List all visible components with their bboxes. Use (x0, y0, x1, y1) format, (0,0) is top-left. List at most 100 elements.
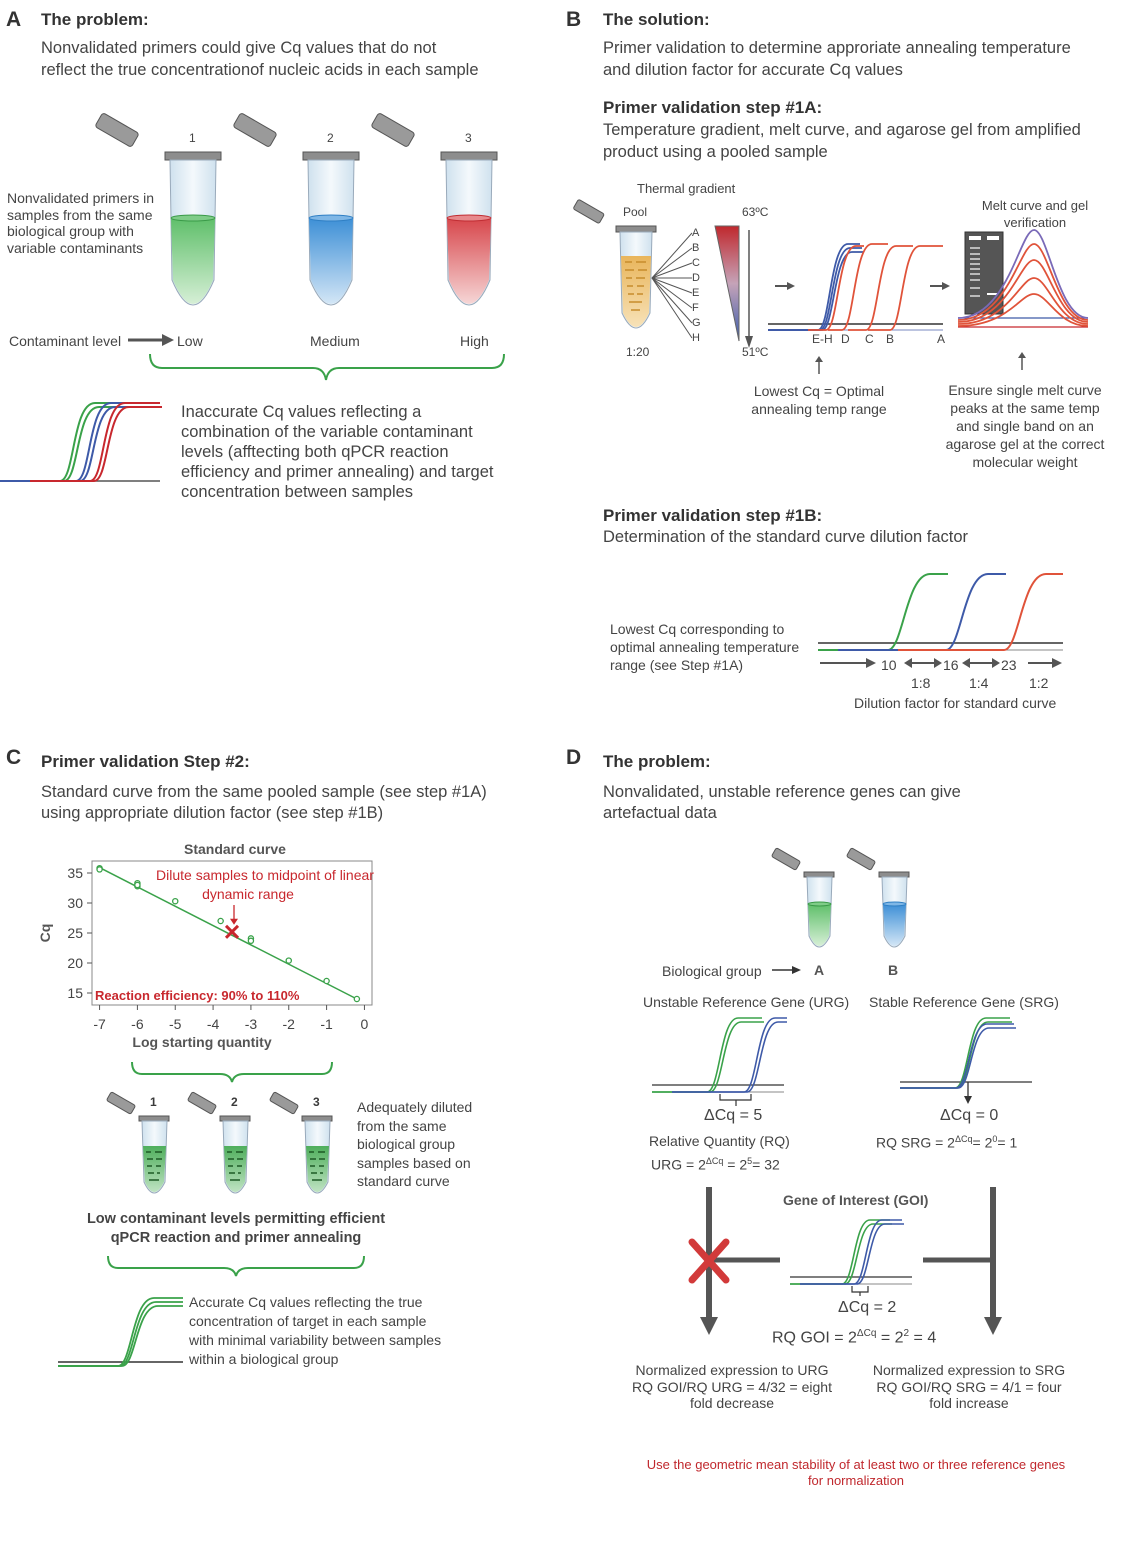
curve-label: C (865, 332, 874, 346)
panel-c-text-1: Standard curve from the same pooled samp… (41, 783, 487, 801)
pool-label: Pool (623, 205, 648, 219)
annotation-arrowhead (230, 918, 238, 925)
panel-d-letter: D (566, 746, 582, 769)
panel-a-letter: A (6, 8, 22, 31)
bracket-c2 (107, 1255, 365, 1277)
bracket-c1 (131, 1061, 333, 1083)
arrow-up-icon (815, 356, 823, 374)
curve-label: A (937, 332, 946, 346)
tube-label: 2 (231, 1095, 238, 1109)
melt-curve (957, 229, 1089, 328)
diluted-tube-1-icon (106, 1091, 170, 1194)
level-high: High (460, 333, 489, 349)
urg-curves (652, 1017, 787, 1106)
panel-b-title: The solution: (603, 10, 710, 29)
panel-a-text-2: reflect the true concentrationof nucleic… (41, 61, 479, 79)
data-point (217, 917, 224, 925)
srg-title: Stable Reference Gene (SRG) (869, 994, 1059, 1010)
goi-curves (790, 1219, 912, 1296)
cq-value: 23 (1001, 657, 1017, 673)
arrow-up-icon (1018, 352, 1026, 370)
y-tick-label: 15 (67, 985, 83, 1001)
step1b-title: Primer validation step #1B: (603, 506, 823, 525)
tube-2-icon (233, 113, 360, 306)
panel-b-letter: B (566, 8, 582, 31)
data-point (285, 957, 293, 964)
temp-low: 51ºC (742, 345, 769, 359)
data-point (134, 881, 141, 889)
curve-label: B (886, 332, 895, 346)
data-point (323, 977, 330, 985)
arrow-right-icon (775, 282, 795, 290)
x-tick-label: -5 (169, 1016, 182, 1032)
biological-group-label: Biological group (662, 963, 762, 979)
level-low: Low (177, 333, 203, 349)
urg-formula: URG = 2ΔCq = 25= 32 (651, 1156, 780, 1173)
step1b-text: Determination of the standard curve dilu… (603, 528, 969, 546)
panel-c-text-2: using appropriate dilution factor (see s… (41, 804, 384, 822)
y-axis-label: Cq (37, 924, 53, 943)
amplification-curves-a (0, 402, 162, 482)
y-tick-label: 30 (67, 895, 83, 911)
curve-label: D (841, 332, 850, 346)
level-medium: Medium (310, 333, 360, 349)
step1a-text-1: Temperature gradient, melt curve, and ag… (603, 121, 1081, 139)
tube-3-icon (371, 113, 498, 306)
panel-c-title: Primer validation Step #2: (41, 752, 250, 771)
group-b-tube-icon (846, 847, 910, 948)
low-contaminant-text: Low contaminant levels permitting effici… (86, 1211, 386, 1246)
chart-annotation: dynamic range (202, 886, 294, 902)
panel-b-text-1: Primer validation to determine approriat… (603, 39, 1071, 57)
tube-label: 3 (465, 131, 472, 145)
urg-title: Unstable Reference Gene (URG) (643, 994, 850, 1010)
tube-label: 1 (189, 131, 196, 145)
pool-tube-icon (573, 199, 657, 329)
srg-dcq: ΔCq = 0 (940, 1107, 999, 1124)
y-tick-label: 20 (67, 955, 83, 971)
arrow-right-icon (128, 334, 174, 346)
x-tick-label: -3 (245, 1016, 258, 1032)
data-point (96, 866, 103, 873)
diluted-tube-3-icon (269, 1091, 333, 1194)
x-tick-label: -4 (207, 1016, 220, 1032)
temp-high: 63ºC (742, 205, 769, 219)
efficiency-label: Reaction efficiency: 90% to 110% (95, 988, 300, 1003)
data-point (247, 937, 255, 945)
tube-label: 2 (327, 131, 334, 145)
diluted-tube-2-icon (187, 1091, 251, 1194)
srg-formula: RQ SRG = 2ΔCq= 20= 1 (876, 1134, 1018, 1151)
panel-b-text-2: and dilution factor for accurate Cq valu… (603, 61, 903, 79)
pool-dilution: 1:20 (626, 345, 650, 359)
thermal-gradient-label: Thermal gradient (637, 181, 736, 196)
panel-a-text-1: Nonvalidated primers could give Cq value… (41, 39, 437, 57)
y-tick-label: 35 (67, 865, 83, 881)
goi-formula: RQ GOI = 2ΔCq = 22 = 4 (772, 1328, 937, 1347)
srg-curves (900, 1017, 1032, 1104)
data-point (353, 995, 361, 1003)
left-arrow-paths (700, 1187, 780, 1335)
x-tick-label: 0 (361, 1016, 369, 1032)
group-b-label: B (888, 962, 899, 978)
arrow-right-icon (772, 966, 801, 974)
gradient-amplification-curves (768, 243, 943, 331)
arrow-right-icon (930, 282, 950, 290)
x-axis-label: Log starting quantity (132, 1034, 271, 1050)
tube-label: 3 (313, 1095, 320, 1109)
panel-d-title: The problem: (603, 752, 711, 771)
accurate-curves (58, 1297, 183, 1367)
cross-icon (688, 1238, 730, 1284)
step1a-title: Primer validation step #1A: (603, 98, 823, 117)
dilution-value: 1:2 (1029, 675, 1049, 691)
x-tick-label: -7 (93, 1016, 106, 1032)
urg-dcq: ΔCq = 5 (704, 1107, 763, 1124)
dilution-value: 1:8 (911, 675, 931, 691)
dilution-caption: Dilution factor for standard curve (854, 695, 1057, 711)
